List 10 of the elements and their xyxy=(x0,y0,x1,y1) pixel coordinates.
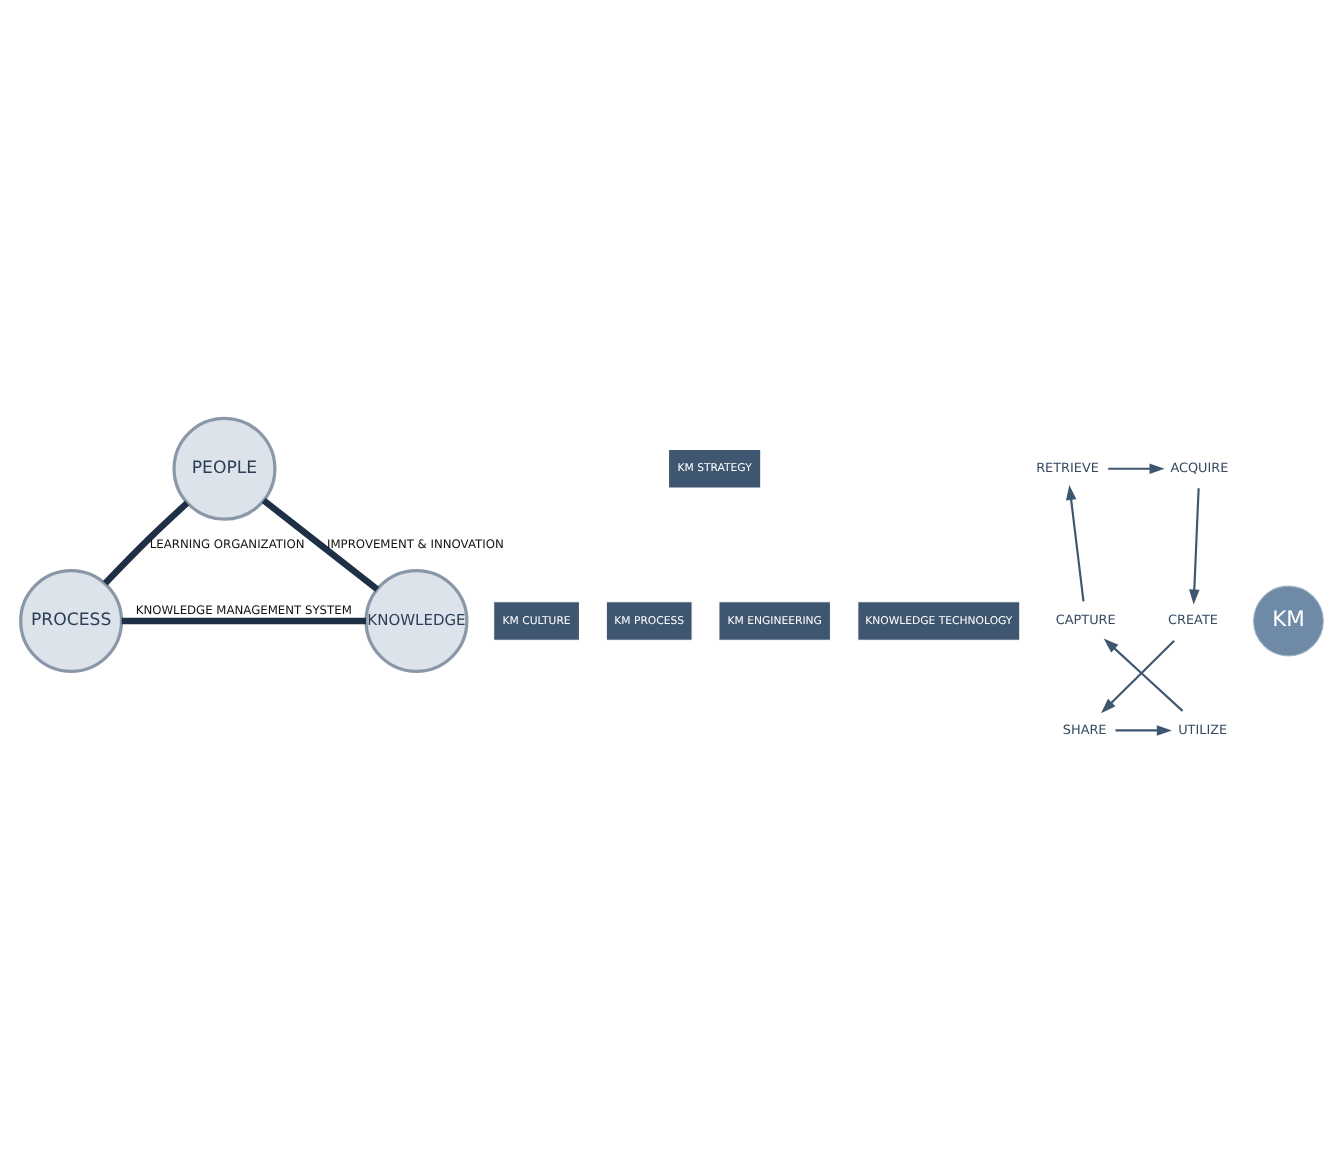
node-circle: PROCESS xyxy=(19,569,124,673)
arrow xyxy=(1189,488,1200,605)
node-circle: KM xyxy=(1253,585,1324,657)
node-circle: PEOPLE xyxy=(172,416,277,521)
connector xyxy=(102,500,190,586)
arrow xyxy=(1108,463,1165,474)
arrow xyxy=(1115,725,1172,736)
connector xyxy=(121,617,366,625)
connector xyxy=(261,498,380,592)
arrow xyxy=(1065,484,1085,602)
